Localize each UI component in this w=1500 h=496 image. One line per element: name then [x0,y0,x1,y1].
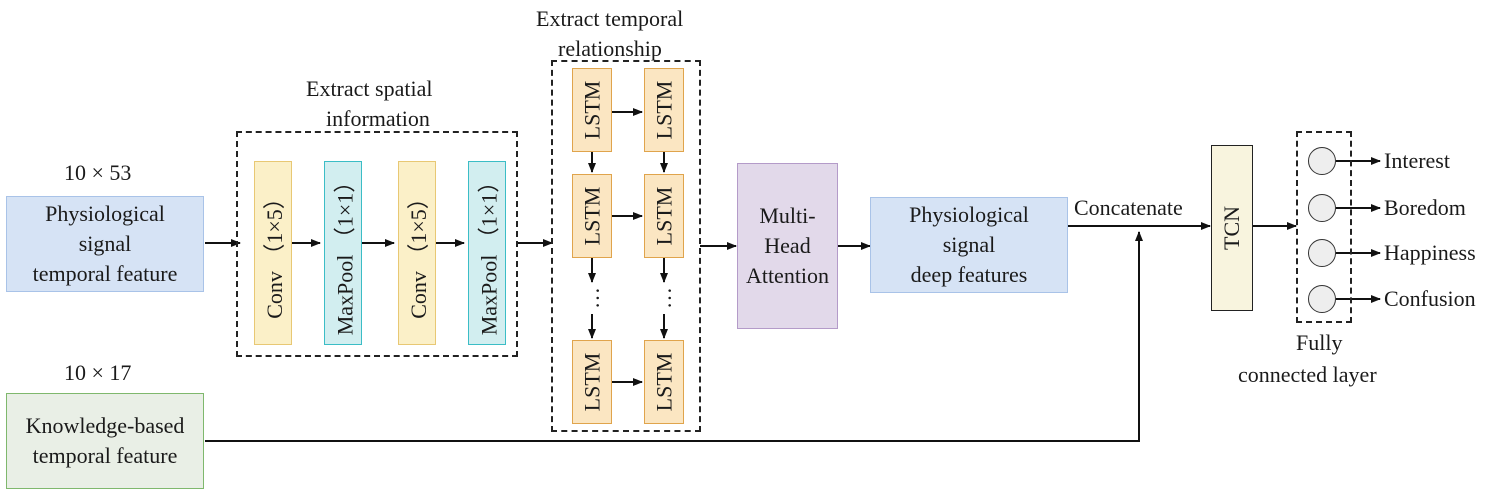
fc-neuron [1308,239,1336,267]
physio-input-box: Physiological signal temporal feature [6,196,204,292]
temporal-title-line-2: relationship [558,36,662,61]
tcn-label: TCN [1219,206,1244,250]
deep-features-box: Physiological signal deep features [870,197,1068,293]
lstm-cell-label: LSTM [579,352,604,412]
temporal-block-frame [551,60,701,432]
deep-features-line-2: signal [942,232,996,257]
fc-neuron [1308,147,1336,175]
lstm-cell: LSTM [572,340,612,424]
fc-title-line-2: connected layer [1238,362,1377,387]
lstm-cell-label: LSTM [651,352,676,412]
output-happiness: Happiness [1384,240,1476,265]
ellipsis-text: … [579,287,604,309]
temporal-title-line-1: Extract temporal [536,6,684,31]
physio-input-line-1: Physiological [45,201,165,226]
maxpool-layer-1: MaxPool （1×1） [324,161,362,345]
conv-layer-1: Conv （1×5） [254,161,292,345]
conv-layer-2: Conv （1×5） [398,161,436,345]
arrow-knowledge-to-concat [205,231,1143,442]
deep-features-line-1: Physiological [909,202,1029,227]
lstm-ellipsis-1: … [579,284,604,312]
multi-head-attention-box: Multi- Head Attention [737,163,838,329]
fc-title-line-1: Fully [1296,330,1343,355]
fc-layer-frame [1296,131,1352,323]
spatial-title-line-2: information [326,106,430,131]
ellipsis-text: … [651,287,676,309]
attention-line-2: Head [764,233,811,258]
lstm-cell: LSTM [644,68,684,152]
output-confusion: Confusion [1384,286,1476,311]
conv-layer-2-label: Conv （1×5） [406,187,431,319]
lstm-cell-label: LSTM [579,80,604,140]
attention-line-1: Multi- [759,203,816,228]
know-dim-label: 10 × 17 [64,360,132,385]
lstm-cell: LSTM [572,174,612,258]
attention-line-3: Attention [745,263,830,288]
spatial-title-line-1: Extract spatial [306,76,433,101]
lstm-cell: LSTM [572,68,612,152]
deep-features-line-3: deep features [910,262,1028,287]
fc-neuron [1308,194,1336,222]
maxpool-layer-2-label: MaxPool （1×1） [476,170,501,336]
maxpool-layer-2: MaxPool （1×1） [468,161,506,345]
tcn-box: TCN [1211,145,1253,311]
conv-layer-1-label: Conv （1×5） [262,187,287,319]
knowledge-input-line-1: Knowledge-based [25,413,185,438]
knowledge-input-line-2: temporal feature [32,443,178,468]
output-boredom: Boredom [1384,195,1466,220]
physio-input-line-2: signal [78,231,132,256]
fc-neuron [1308,285,1336,313]
lstm-cell-label: LSTM [651,186,676,246]
lstm-cell-label: LSTM [579,186,604,246]
physio-input-line-3: temporal feature [32,261,178,286]
physio-dim-label: 10 × 53 [64,160,132,185]
knowledge-input-box: Knowledge-based temporal feature [6,393,204,489]
lstm-cell: LSTM [644,174,684,258]
concatenate-label: Concatenate [1074,195,1183,220]
lstm-cell: LSTM [644,340,684,424]
lstm-cell-label: LSTM [651,80,676,140]
lstm-ellipsis-2: … [651,284,676,312]
output-interest: Interest [1384,148,1450,173]
spatial-block-frame [236,131,518,357]
maxpool-layer-1-label: MaxPool （1×1） [332,170,357,336]
